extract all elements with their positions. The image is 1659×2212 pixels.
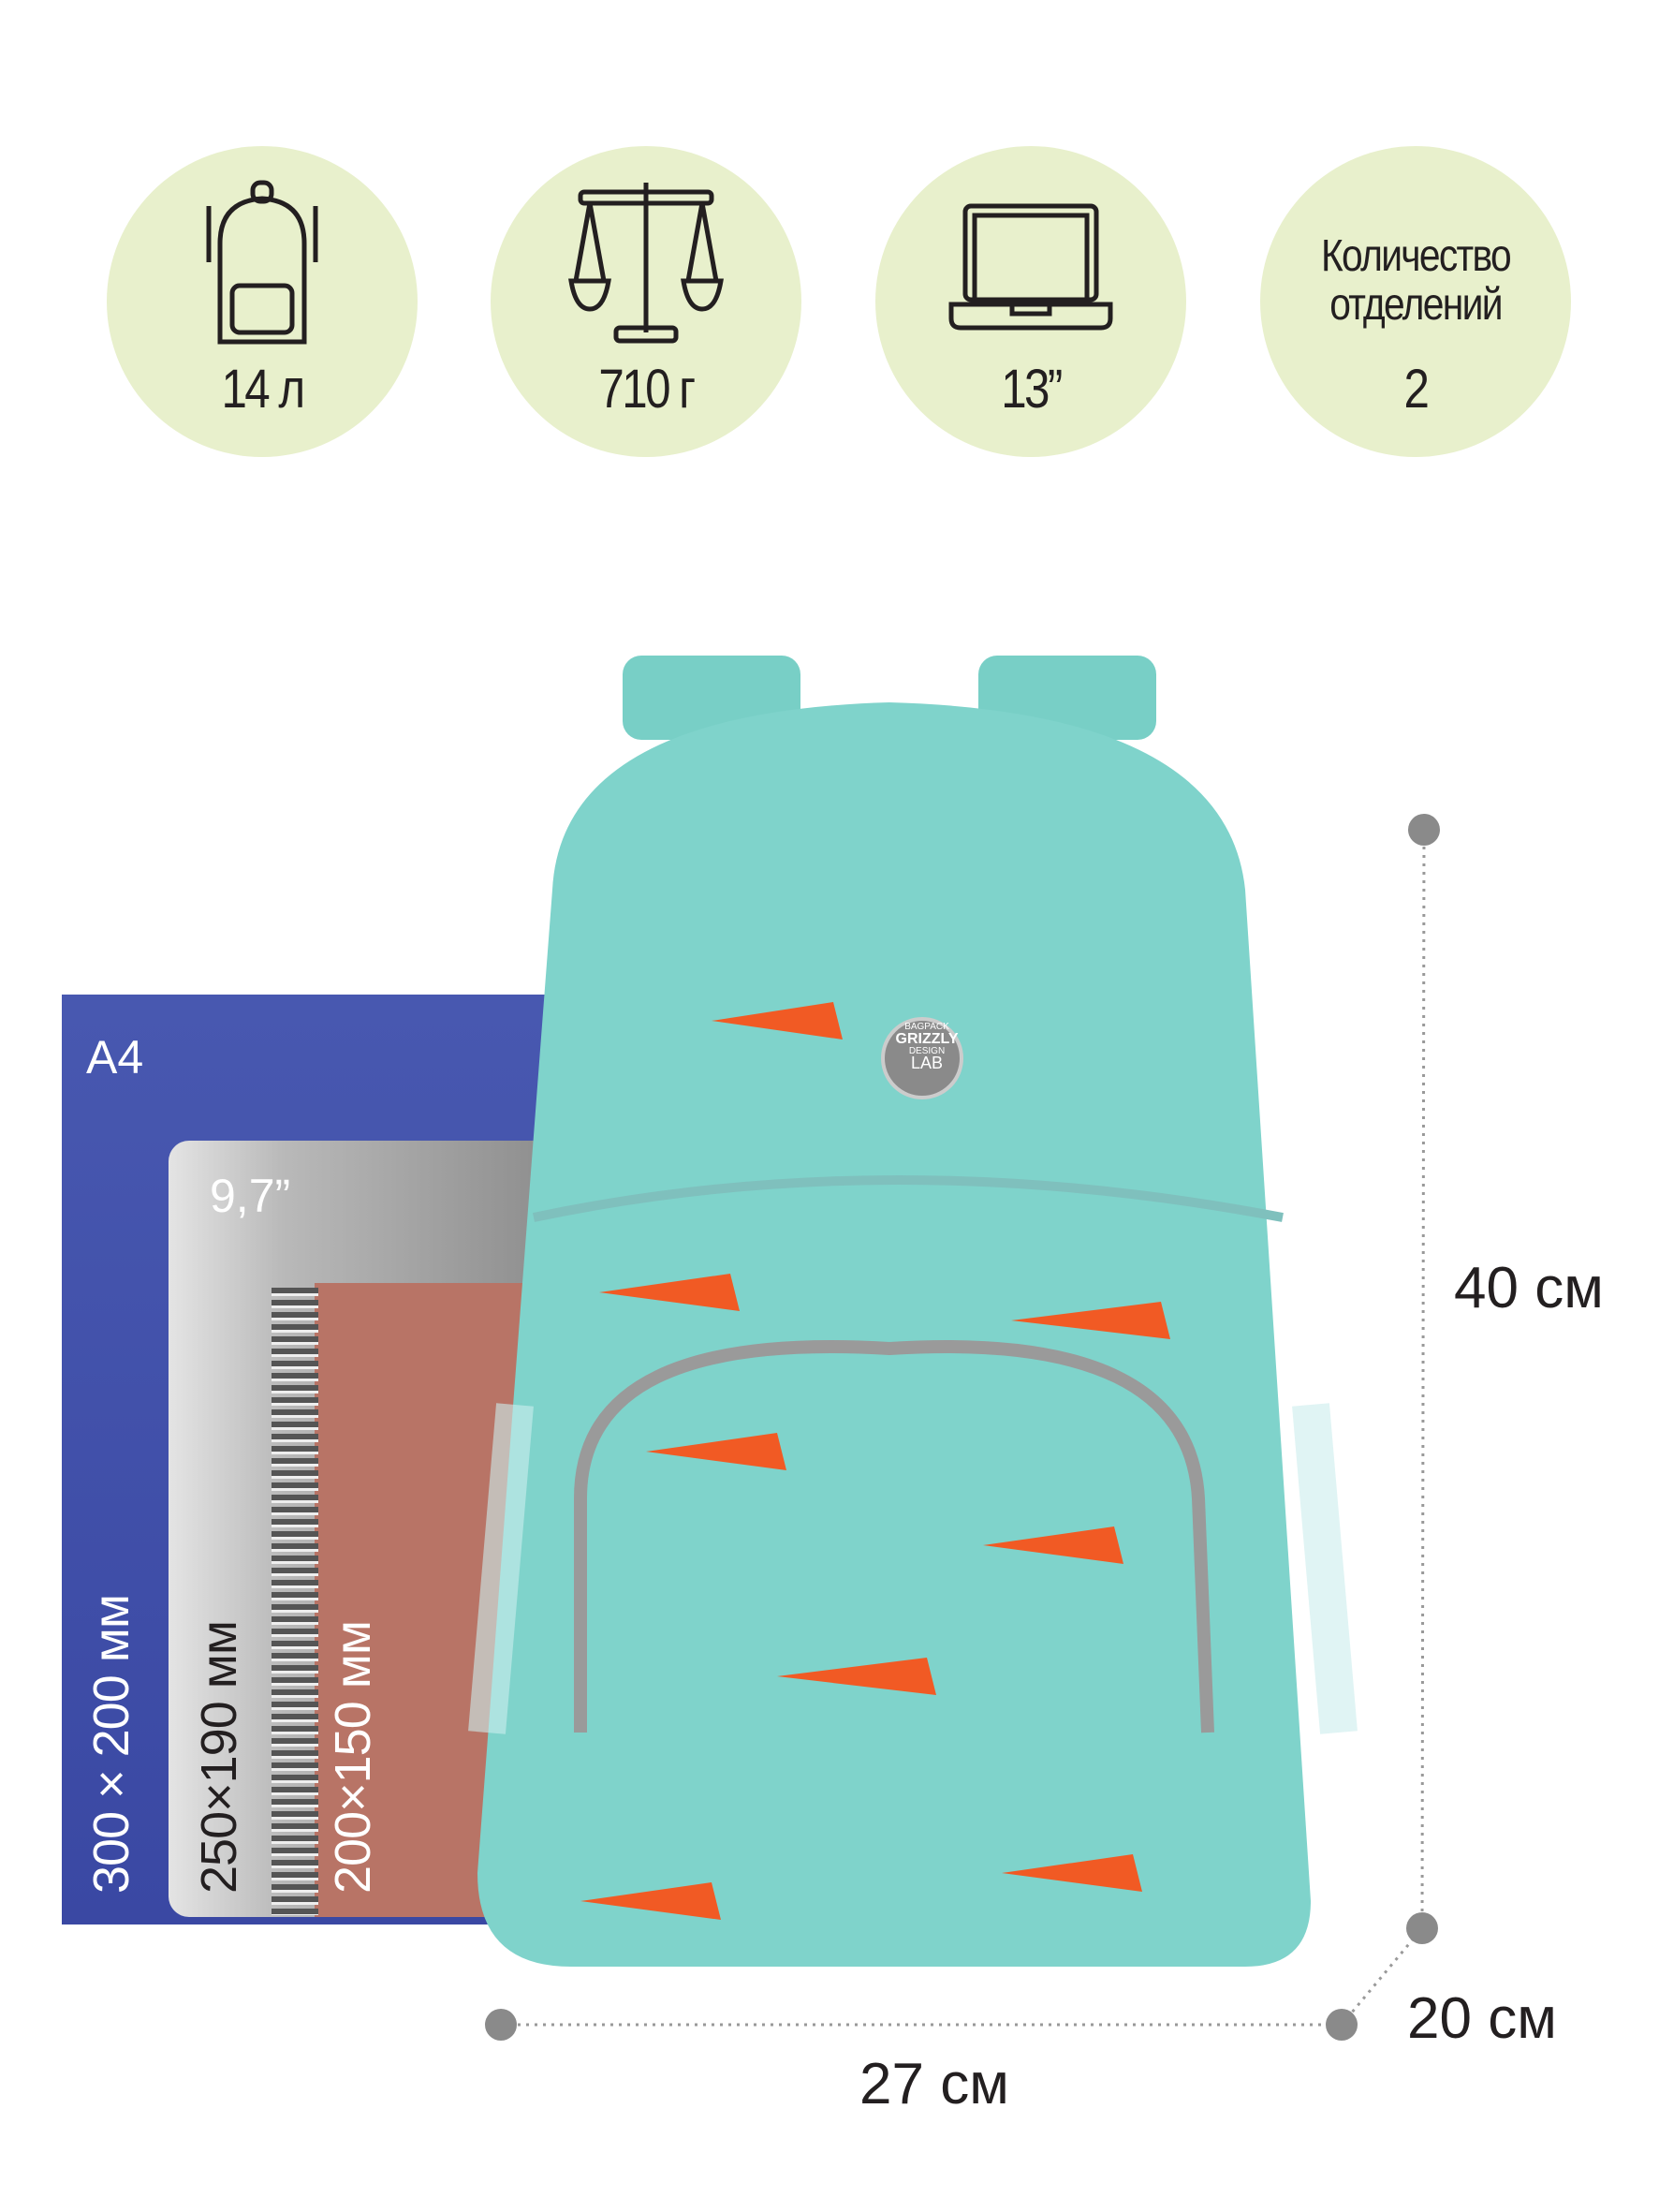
spec-weight: 710 г (491, 146, 801, 457)
tablet-title: 9,7” (210, 1170, 291, 1222)
backpack-image (468, 656, 1358, 1967)
brand-badge: BAGPACK GRIZZLY DESIGN LAB (885, 1021, 969, 1072)
spec-compartments: Количество отделений 2 (1260, 146, 1571, 457)
badge-line: BAGPACK (904, 1022, 949, 1032)
badge-line: GRIZZLY (895, 1031, 959, 1047)
dimension-dot (1326, 2009, 1358, 2041)
backpack-icon (206, 180, 318, 345)
scales-icon (568, 183, 724, 344)
a4-title: A4 (86, 1031, 144, 1084)
spec-volume: 14 л (107, 146, 418, 457)
depth-label: 20 см (1407, 1986, 1557, 2051)
height-label: 40 см (1454, 1256, 1604, 1320)
spec-label: Количество отделений (1320, 231, 1512, 330)
dimension-dot (1406, 1912, 1438, 1944)
laptop-icon (948, 203, 1113, 331)
spec-value: 13” (1001, 359, 1063, 420)
spec-value: 14 л (221, 359, 305, 420)
badge-line: DESIGN (908, 1046, 946, 1056)
notebook-spiral (272, 1288, 318, 1915)
dimension-dot (1408, 814, 1440, 846)
spec-value: 710 г (598, 359, 696, 420)
dimension-dot (485, 2009, 517, 2041)
spec-value: 2 (1403, 359, 1430, 420)
width-label: 27 см (859, 2052, 1009, 2116)
badge-line: LAB (910, 1054, 944, 1072)
spec-laptop: 13” (875, 146, 1186, 457)
